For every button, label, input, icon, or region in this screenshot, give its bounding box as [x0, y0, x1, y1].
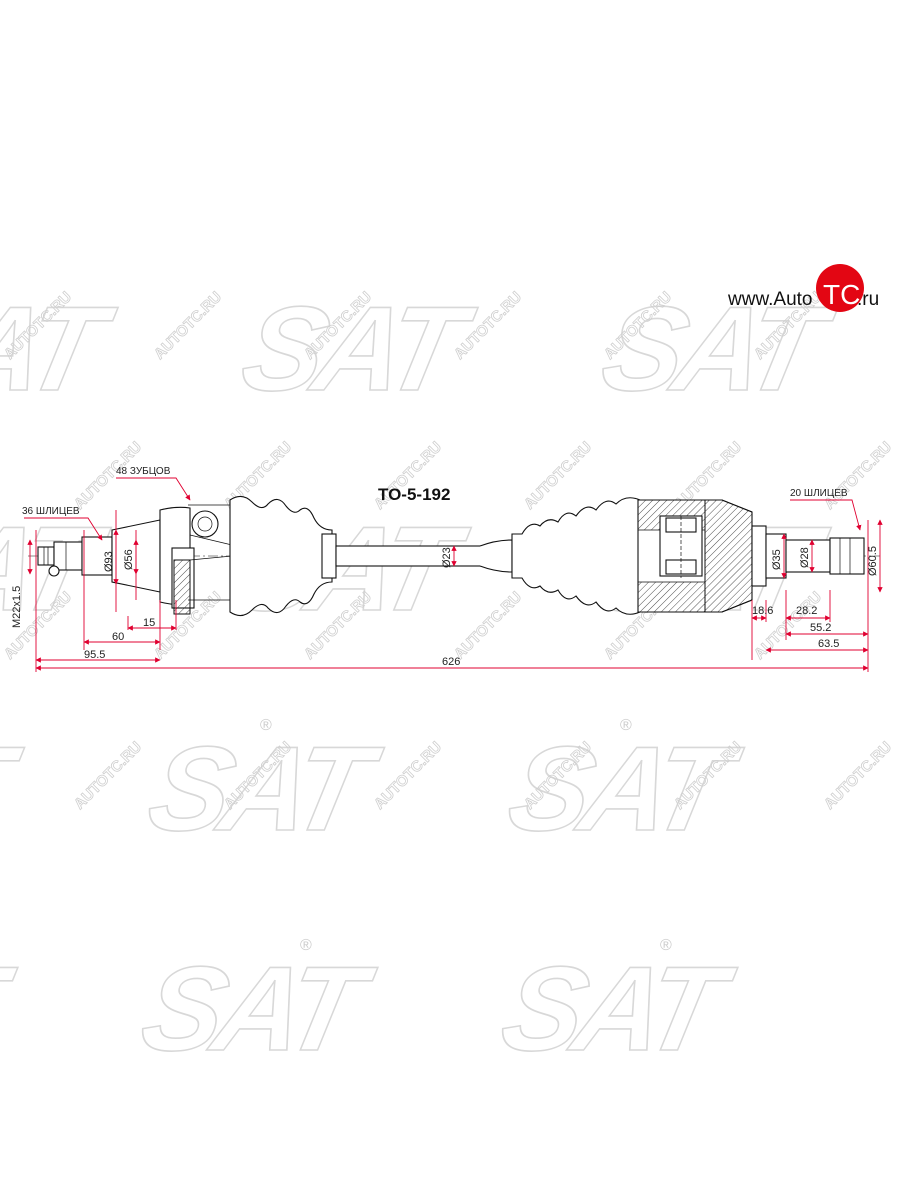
watermark-site-text: AUTOTC.RU: [71, 739, 145, 813]
left-stub: [37, 536, 113, 577]
brand-url-suffix: .ru: [857, 289, 879, 310]
watermark-logo: SAT: [131, 941, 383, 1075]
part-number: TO-5-192: [378, 485, 450, 504]
label-splines-left: 36 ШЛИЦЕВ: [22, 506, 80, 517]
watermark-site-text: AUTOTC.RU: [821, 739, 895, 813]
watermark-logo: SAT: [592, 281, 844, 415]
watermark-registered-mark: ®: [660, 937, 672, 954]
watermark-site-text: AUTOTC.RU: [151, 289, 225, 363]
watermark-logo: SAT: [0, 721, 31, 855]
watermark-registered-mark: ®: [260, 717, 272, 734]
watermark-layer: SATSATSATSATSATSATSAT®SAT®SAT®SAT®SAT®SA…: [0, 280, 895, 1076]
watermark-registered-mark: ®: [620, 717, 632, 734]
dim-626: 626: [442, 656, 460, 668]
abs-ring: [173, 559, 191, 615]
dim-28-2: 28.2: [796, 605, 817, 617]
dim-60: 60: [112, 631, 124, 643]
dim-18-6: 18.6: [752, 605, 773, 617]
watermark-logo: SAT: [498, 721, 750, 855]
dim-d60-5: Ø60.5: [867, 546, 879, 576]
dim-55-2: 55.2: [810, 622, 831, 634]
label-splines-right: 20 ШЛИЦЕВ: [790, 488, 848, 499]
dim-15: 15: [143, 617, 155, 629]
watermark-logo: SAT: [0, 941, 24, 1075]
brand-logo-letters: TC: [823, 279, 860, 310]
dimension-labels: 36 ШЛИЦЕВ 48 ЗУБЦОВ 20 ШЛИЦЕВ M22x1.5 Ø9…: [11, 466, 879, 668]
right-boot: [511, 497, 641, 615]
brand-logo-circle: [816, 264, 864, 312]
dim-d56: Ø56: [123, 549, 135, 570]
brand-logo: www.Auto TC .ru: [727, 264, 879, 312]
dim-d35: Ø35: [771, 549, 783, 570]
watermark-logo: SAT: [232, 281, 484, 415]
left-boot: [229, 495, 333, 617]
dim-95-5: 95.5: [84, 649, 105, 661]
watermark-site-text: AUTOTC.RU: [371, 739, 445, 813]
label-teeth-abs: 48 ЗУБЦОВ: [116, 466, 171, 477]
dim-d93: Ø93: [103, 551, 115, 572]
watermark-site-text: AUTOTC.RU: [521, 439, 595, 513]
inner-tripod-joint: [637, 499, 753, 613]
watermark-site-text: AUTOTC.RU: [821, 439, 895, 513]
watermark-logo: SAT: [491, 941, 743, 1075]
dim-63-5: 63.5: [818, 638, 839, 650]
watermark-site-text: AUTOTC.RU: [451, 589, 525, 663]
watermark-logo: SAT: [138, 721, 390, 855]
right-stub: [751, 525, 865, 587]
dim-d28: Ø28: [799, 547, 811, 568]
label-thread: M22x1.5: [11, 586, 23, 628]
watermark-registered-mark: ®: [300, 937, 312, 954]
dimension-lines: [24, 477, 883, 672]
dim-d23: Ø23: [441, 547, 453, 568]
brand-url-prefix: www.Auto: [727, 289, 812, 310]
outer-cv-joint: [111, 504, 233, 615]
drive-shaft: [28, 495, 880, 617]
